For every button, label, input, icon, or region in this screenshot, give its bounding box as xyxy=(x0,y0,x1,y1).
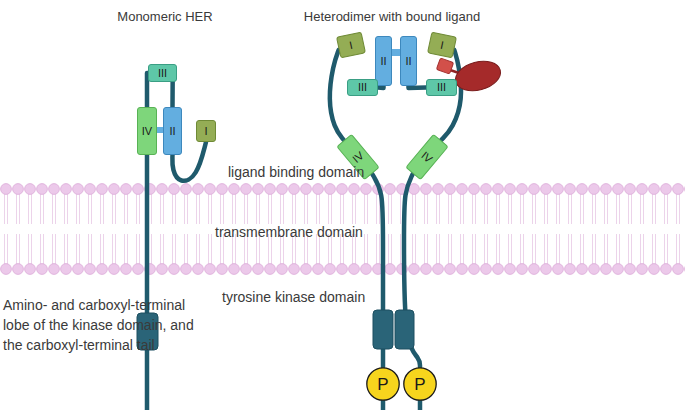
domain-box: II xyxy=(400,36,417,86)
ligand-head xyxy=(436,58,453,74)
domain-label: P xyxy=(414,376,425,393)
backbone-connector xyxy=(170,82,175,107)
domain-label: IV xyxy=(419,149,434,164)
domain-box: III xyxy=(148,64,177,82)
region-label: ligand binding domain xyxy=(228,164,364,180)
domain-label: IV xyxy=(142,126,152,137)
backbone-connector xyxy=(378,86,384,88)
backbone-connector xyxy=(330,50,344,140)
backbone-connector xyxy=(409,86,427,88)
domain-box: I xyxy=(196,120,216,142)
domain-box: III xyxy=(347,79,378,96)
phosphate-shape xyxy=(404,368,436,400)
domain-label: II xyxy=(169,126,175,137)
domain-label: P xyxy=(377,376,388,393)
receptor-backbone xyxy=(145,150,150,410)
phosphate-circle: P xyxy=(366,367,400,401)
domain-label: II xyxy=(405,56,411,67)
region-note: Amino- and carboxyl-terminal lobe of the… xyxy=(3,295,208,355)
domain-label: I xyxy=(204,126,207,137)
figure-heading: Monomeric HER xyxy=(117,9,212,24)
domain-box: II xyxy=(163,107,182,155)
kinase-domain xyxy=(395,310,414,349)
lipid-bilayer xyxy=(0,183,685,275)
domain-box: IV xyxy=(137,107,157,155)
domain-label: III xyxy=(358,82,367,93)
domain-label: III xyxy=(437,82,446,93)
connector-layer xyxy=(147,50,461,367)
domain-box: I xyxy=(336,32,366,59)
region-label: tyrosine kinase domain xyxy=(222,289,365,305)
domain-box: IV xyxy=(405,134,449,181)
ligand-body xyxy=(452,57,504,96)
figure-heading: Heterodimer with bound ligand xyxy=(304,9,480,24)
kinase-domain xyxy=(373,310,393,349)
domain-label: II xyxy=(380,56,386,67)
domain-box: II xyxy=(375,36,392,86)
phosphate-circle: P xyxy=(403,367,437,401)
domain-box: I xyxy=(427,32,457,59)
domain-label: IV xyxy=(350,149,365,164)
region-label: transmembrane domain xyxy=(215,224,363,240)
domain-label: III xyxy=(158,68,167,79)
domain-box: III xyxy=(426,79,457,96)
domain-label: I xyxy=(439,39,444,50)
phosphate-shape xyxy=(367,368,399,400)
domain-label: I xyxy=(348,39,353,50)
